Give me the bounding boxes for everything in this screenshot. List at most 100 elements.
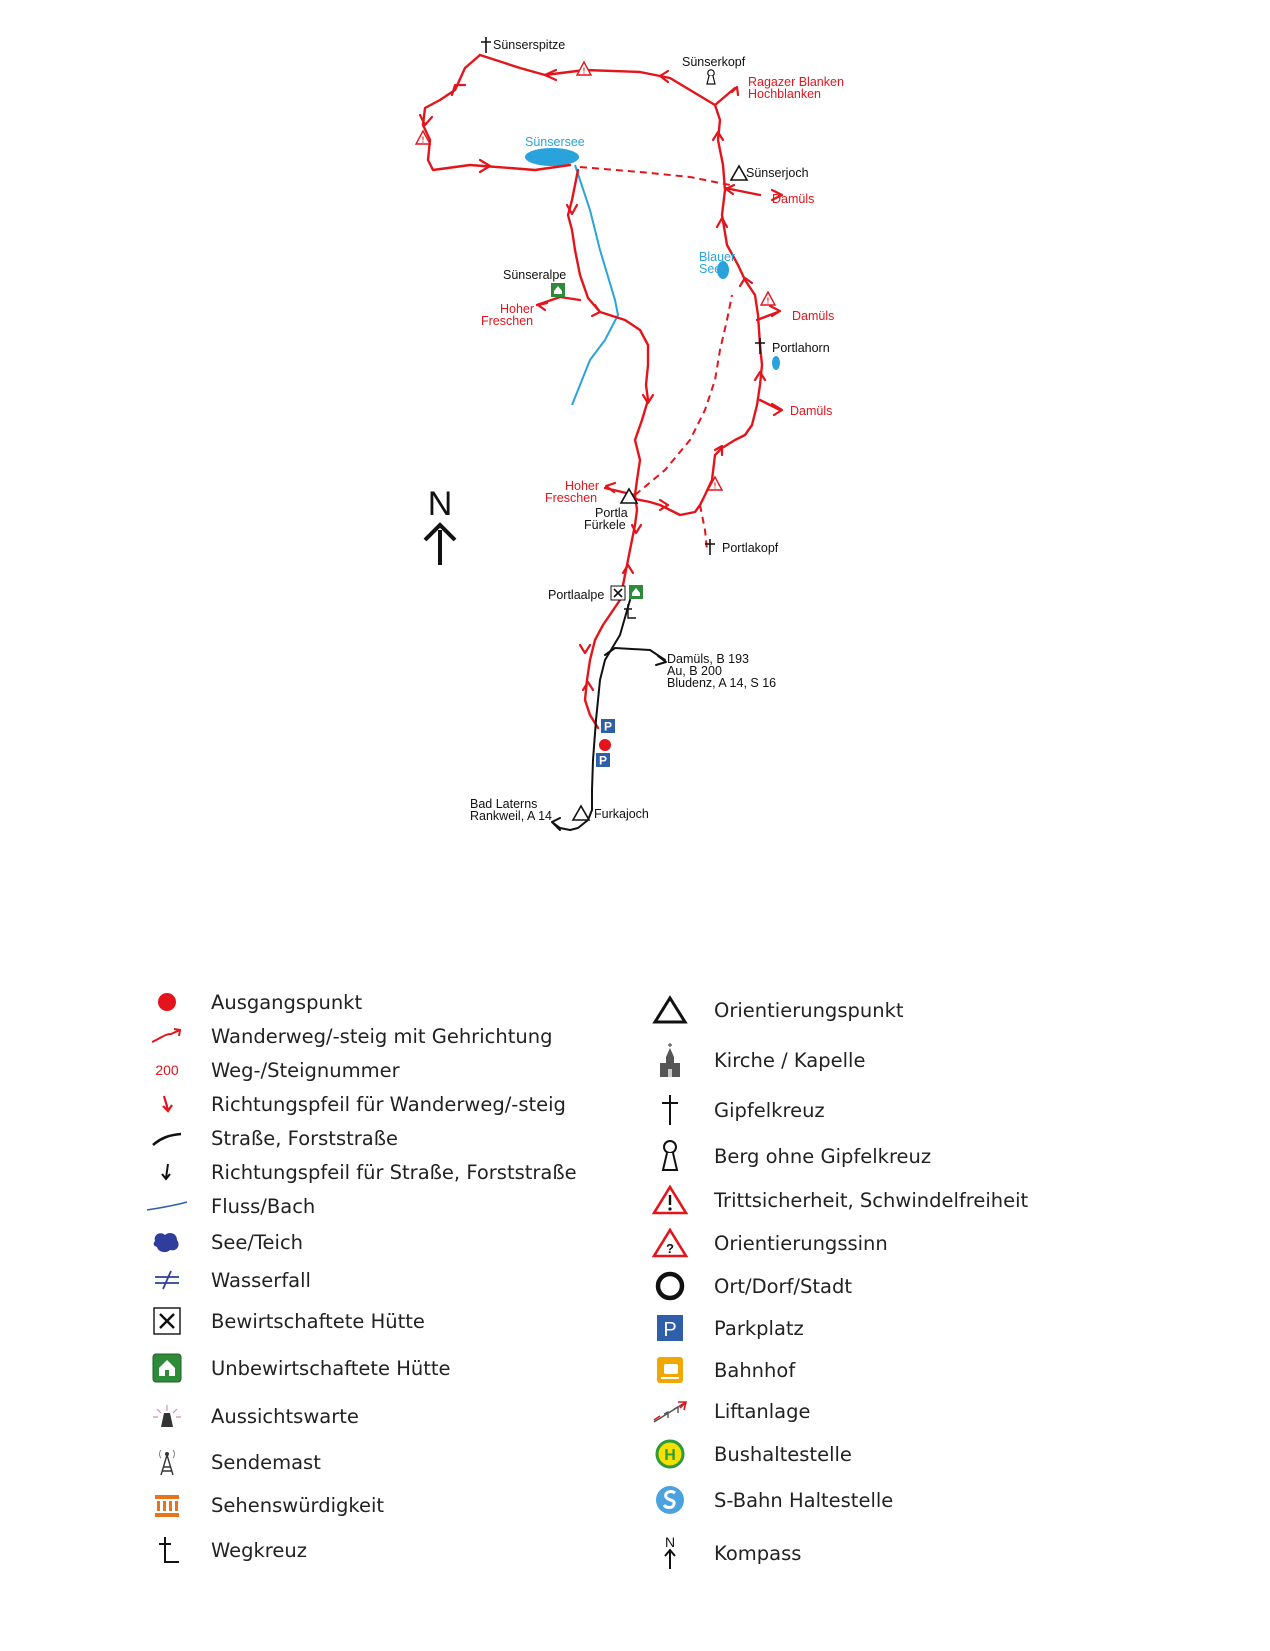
legend-item-wasserfall: Wasserfall (137, 1260, 311, 1300)
svg-text:P: P (599, 754, 607, 768)
label-damuels-3: Damüls (790, 404, 832, 418)
trail-arrow (658, 69, 670, 84)
legend-item-s-bahn: S-Bahn Haltestelle (640, 1480, 893, 1520)
start-point-dot (599, 739, 611, 751)
label-damuels-1: Damüls (772, 192, 814, 206)
hiking-trail-icon (151, 1028, 182, 1043)
legend-label: Berg ohne Gipfelkreuz (714, 1144, 932, 1168)
label-see: See (699, 262, 721, 276)
train-station-icon (657, 1357, 683, 1383)
road-arrow-east (655, 655, 667, 666)
legend-label: Wanderweg/-steig mit Gehrichtung (211, 1024, 553, 1048)
label-hochblanken: Hochblanken (748, 87, 821, 101)
branch-damuels-1 (723, 186, 762, 197)
legend-label: Kompass (714, 1541, 802, 1565)
unmanaged-hut-icon (551, 283, 565, 297)
legend-label: Sendemast (211, 1450, 321, 1474)
trail-arrow (478, 158, 492, 174)
trail-arrow (418, 113, 434, 127)
wayside-cross-icon (624, 604, 636, 619)
trail-arrow (770, 188, 784, 202)
trail-arrow (658, 498, 670, 512)
legend-item-gipfelkreuz: Gipfelkreuz (640, 1090, 825, 1130)
unmanaged-hut-icon (629, 585, 643, 599)
legend-item-fluss: Fluss/Bach (137, 1186, 315, 1226)
road-east-branch (604, 647, 666, 661)
road-icon (152, 1132, 182, 1146)
legend-label: Unbewirtschaftete Hütte (211, 1356, 451, 1380)
legend-label: Wegkreuz (211, 1538, 307, 1562)
summit-cross-icon (662, 1095, 678, 1125)
compass-icon: N (664, 1534, 676, 1569)
trail-arrow (590, 303, 602, 318)
label-suenserjoch: Sünserjoch (746, 166, 809, 180)
trail-number-icon: 200 (155, 1062, 179, 1078)
river-line (571, 164, 620, 406)
label-road-damuels: Damüls, B 193 (667, 652, 749, 666)
dashed-route-portla-blauer-see (634, 294, 733, 496)
label-road-rankweil: Rankweil, A 14 (470, 809, 552, 823)
legend-item-trittsicherheit: Trittsicherheit, Schwindelfreiheit (640, 1180, 1028, 1220)
map-legend: Ausgangspunkt Wanderweg/-steig mit Gehri… (0, 960, 1270, 1600)
waterfall-icon (155, 1270, 179, 1290)
label-hoher-1: Hoher (500, 302, 534, 316)
trail-arrow (738, 276, 754, 288)
legend-item-strasse: Straße, Forststraße (137, 1118, 398, 1158)
legend-label: Gipfelkreuz (714, 1098, 825, 1122)
legend-label: See/Teich (211, 1230, 304, 1254)
trail-arrow (450, 83, 467, 97)
legend-item-orientierungssinn: ? Orientierungssinn (640, 1223, 888, 1263)
route-map: ! (415, 36, 844, 831)
label-fuerkele: Fürkele (584, 518, 626, 532)
legend-label: Bushaltestelle (714, 1442, 852, 1466)
legend-label: Orientierungssinn (714, 1231, 888, 1255)
lake-icon (153, 1232, 179, 1253)
legend-item-ort: Ort/Dorf/Stadt (640, 1266, 852, 1306)
label-suensersee: Sünsersee (525, 135, 585, 149)
svg-text:P: P (663, 1319, 676, 1341)
hiking-route-north-loop (421, 53, 572, 172)
trail-arrow (621, 563, 635, 575)
managed-hut-icon (153, 1307, 181, 1335)
legend-item-wegnummer: 200 Weg-/Steignummer (137, 1050, 399, 1090)
summit-cross-icon (754, 337, 766, 355)
parking-icon: P (657, 1315, 683, 1341)
legend-item-berg-ohne-gipfelkreuz: Berg ohne Gipfelkreuz (640, 1136, 931, 1176)
label-freschen-2: Freschen (545, 491, 597, 505)
unmanaged-hut-icon (152, 1353, 182, 1383)
orientation-point-icon (730, 165, 748, 181)
legend-label: Sehenswürdigkeit (211, 1493, 385, 1517)
label-suenserspitze: Sünserspitze (493, 38, 565, 52)
legend-item-ausgangspunkt: Ausgangspunkt (137, 982, 362, 1022)
trail-arrow (724, 183, 736, 196)
legend-item-kirche: Kirche / Kapelle (640, 1040, 865, 1080)
orientation-sense-icon: ? (652, 1227, 688, 1258)
svg-text:P: P (604, 720, 612, 734)
lookout-icon (153, 1405, 181, 1427)
legend-item-unbewirtschaftete-huette: Unbewirtschaftete Hütte (137, 1348, 451, 1388)
svg-text:H: H (664, 1447, 676, 1464)
label-damuels-2: Damüls (792, 309, 834, 323)
trail-arrow (715, 216, 729, 229)
river-icon (146, 1201, 188, 1211)
legend-label: Parkplatz (714, 1316, 804, 1340)
legend-item-wanderweg: Wanderweg/-steig mit Gehrichtung (137, 1016, 552, 1056)
label-portlaalpe: Portlaalpe (548, 588, 604, 602)
branch-damuels-3 (758, 398, 782, 412)
label-furkajoch: Furkajoch (594, 807, 649, 821)
label-road-bludenz: Bludenz, A 14, S 16 (667, 676, 776, 690)
hiking-route-alpe-to-parking (583, 573, 627, 730)
label-road-bad-laterns: Bad Laterns (470, 797, 537, 811)
hiking-route-fuerkele-to-alpe (623, 493, 639, 577)
legend-label: Liftanlage (714, 1399, 811, 1423)
summit-cross-icon (480, 36, 492, 54)
lake-suensersee (525, 148, 579, 166)
trail-arrow (565, 203, 579, 216)
label-portlakopf: Portlakopf (722, 541, 779, 555)
legend-label: Bewirtschaftete Hütte (211, 1309, 425, 1333)
trail-arrow (730, 85, 740, 97)
trail-arrow (536, 301, 549, 312)
legend-item-bewirtschaftete-huette: Bewirtschaftete Hütte (137, 1301, 425, 1341)
legend-item-liftanlage: Liftanlage (640, 1391, 811, 1431)
trail-arrow (543, 68, 558, 82)
